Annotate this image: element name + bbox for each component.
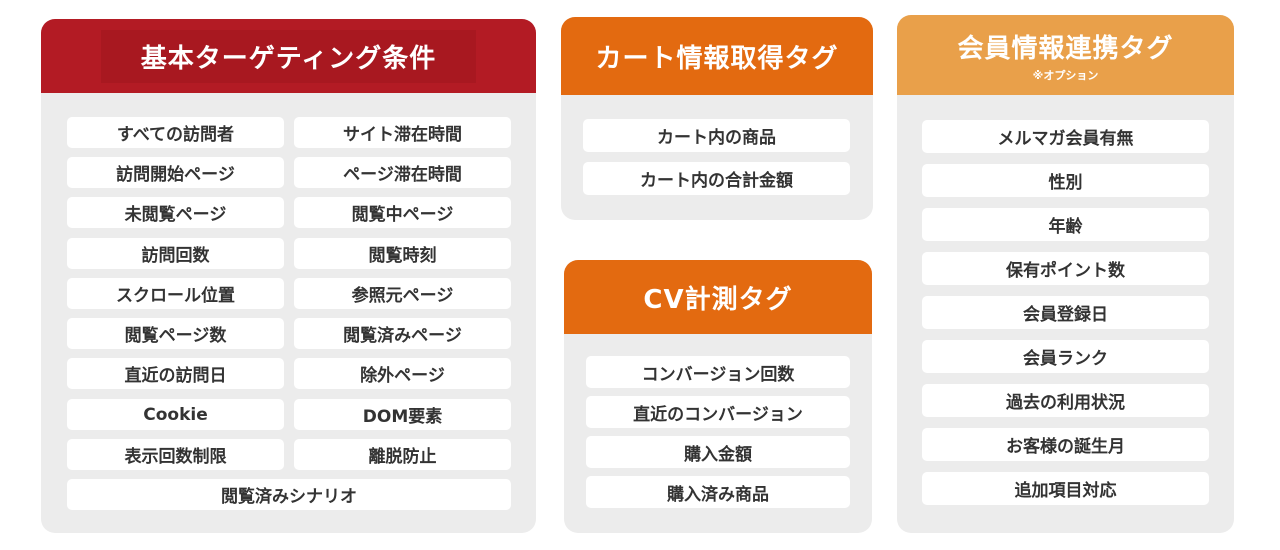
- cart-tag-title: カート情報取得タグ: [595, 43, 839, 74]
- basic-targeting-header: 基本ターゲティング条件: [41, 19, 536, 93]
- condition-item: 除外ページ: [294, 358, 511, 389]
- cv-item: 購入済み商品: [586, 476, 850, 508]
- condition-item-wide: 閲覧済みシナリオ: [67, 479, 511, 510]
- basic-targeting-title: 基本ターゲティング条件: [100, 29, 477, 83]
- condition-item: 訪問回数: [67, 238, 284, 269]
- condition-item: 離脱防止: [294, 439, 511, 470]
- cv-item: 直近のコンバージョン: [586, 396, 850, 428]
- member-tag-subtitle: ※オプション: [1032, 68, 1099, 82]
- member-item: メルマガ会員有無: [922, 120, 1209, 153]
- condition-item: Cookie: [67, 399, 284, 430]
- condition-item: サイト滞在時間: [294, 117, 511, 148]
- member-tag-header: 会員情報連携タグ ※オプション: [897, 15, 1234, 95]
- condition-item: 閲覧済みページ: [294, 318, 511, 349]
- cv-item: コンバージョン回数: [586, 356, 850, 388]
- cart-item: カート内の合計金額: [583, 162, 850, 195]
- member-item: 会員ランク: [922, 340, 1209, 373]
- cart-tag-header: カート情報取得タグ: [561, 17, 873, 95]
- member-item: 年齢: [922, 208, 1209, 241]
- cart-tag-card: カート情報取得タグ カート内の商品 カート内の合計金額: [561, 17, 873, 220]
- condition-item: 直近の訪問日: [67, 358, 284, 389]
- member-tag-title: 会員情報連携タグ: [957, 33, 1174, 64]
- cv-item: 購入金額: [586, 436, 850, 468]
- basic-targeting-card: 基本ターゲティング条件 すべての訪問者 サイト滞在時間 訪問開始ページ ページ滞…: [41, 19, 536, 533]
- condition-item: ページ滞在時間: [294, 157, 511, 188]
- condition-item: 表示回数制限: [67, 439, 284, 470]
- cart-item: カート内の商品: [583, 119, 850, 152]
- condition-item: 訪問開始ページ: [67, 157, 284, 188]
- condition-item: 未閲覧ページ: [67, 197, 284, 228]
- member-item: 保有ポイント数: [922, 252, 1209, 285]
- condition-item: 閲覧ページ数: [67, 318, 284, 349]
- condition-item: DOM要素: [294, 399, 511, 430]
- member-item: 過去の利用状況: [922, 384, 1209, 417]
- member-item: 追加項目対応: [922, 472, 1209, 505]
- condition-item: すべての訪問者: [67, 117, 284, 148]
- member-tag-card: 会員情報連携タグ ※オプション メルマガ会員有無 性別 年齢 保有ポイント数 会…: [897, 15, 1234, 533]
- condition-item: スクロール位置: [67, 278, 284, 309]
- member-item: お客様の誕生月: [922, 428, 1209, 461]
- cv-tag-card: CV計測タグ コンバージョン回数 直近のコンバージョン 購入金額 購入済み商品: [564, 260, 872, 533]
- member-item: 会員登録日: [922, 296, 1209, 329]
- condition-item: 閲覧時刻: [294, 238, 511, 269]
- cv-tag-title: CV計測タグ: [643, 284, 793, 315]
- condition-item: 参照元ページ: [294, 278, 511, 309]
- member-item: 性別: [922, 164, 1209, 197]
- condition-item: 閲覧中ページ: [294, 197, 511, 228]
- cv-tag-header: CV計測タグ: [564, 260, 872, 334]
